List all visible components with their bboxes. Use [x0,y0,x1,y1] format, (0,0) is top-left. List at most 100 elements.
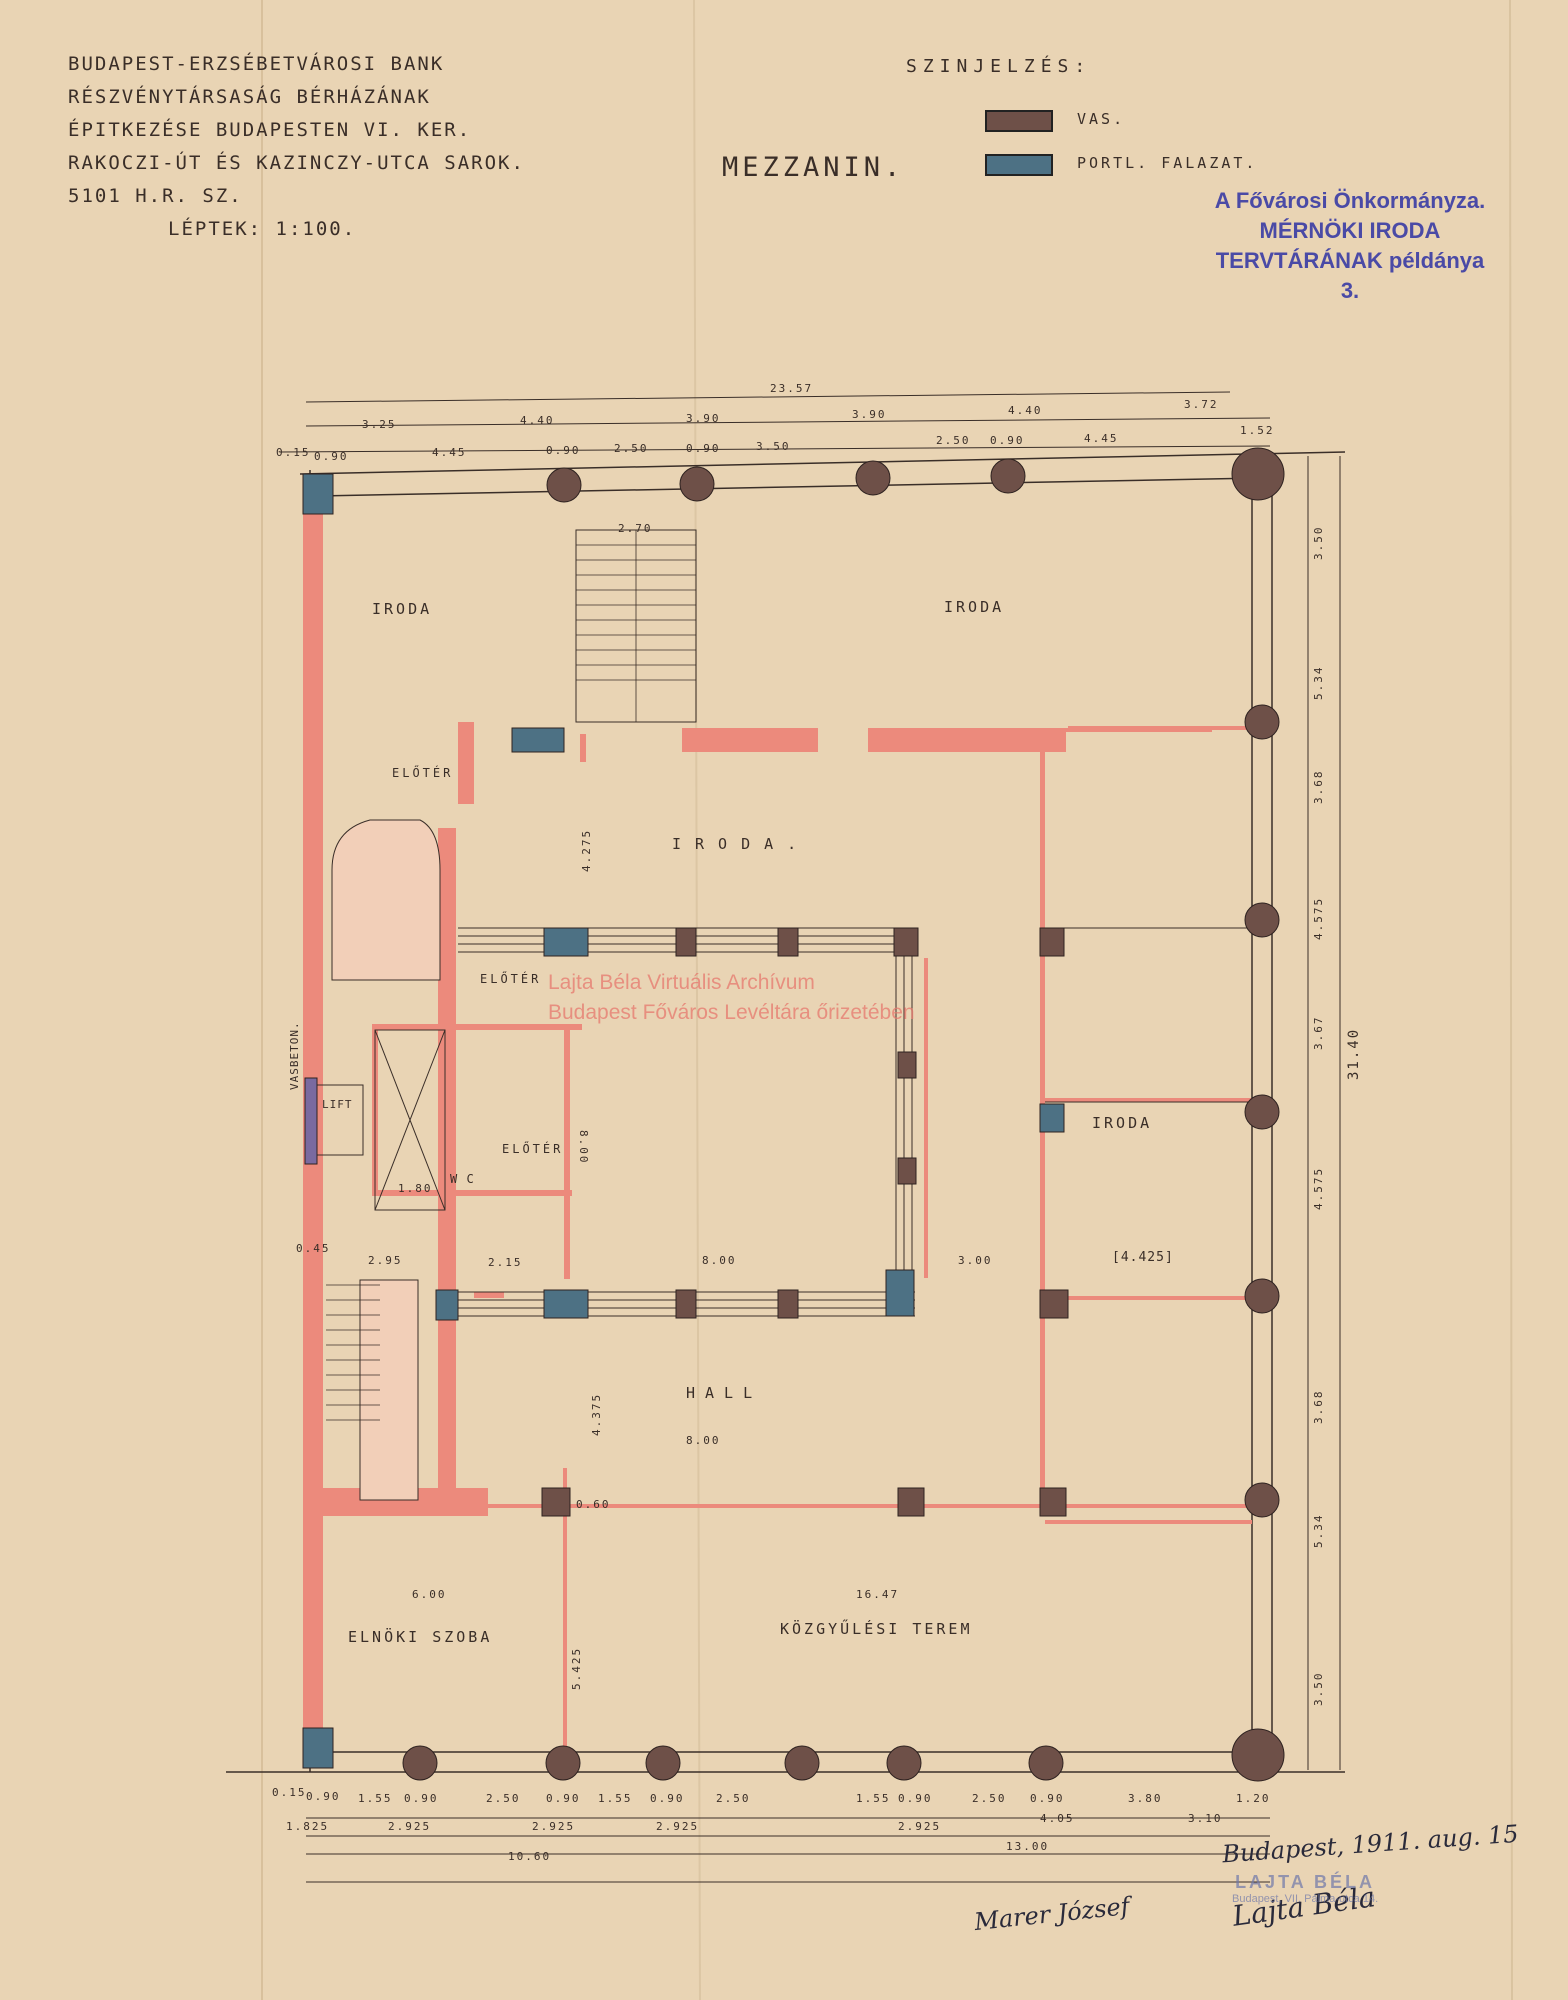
dim-right: 5.34 [1312,665,1325,701]
dim-right: 3.67 [1312,1015,1325,1051]
room-label-eloter: ELŐTÉR [480,972,542,986]
dim-bottom3: 10.60 [508,1850,552,1863]
dim-top2: 3.50 [756,440,791,453]
dim-bottom: 1.20 [1236,1792,1271,1805]
dim-bottom: 2.50 [972,1792,1007,1805]
dim-inner: 6.00 [412,1588,447,1601]
watermark-line: Lajta Béla Virtuális Archívum [548,971,815,994]
archive-watermark: Lajta Béla Virtuális Archívum Budapest F… [548,968,915,1028]
title-line: ÉPITKEZÉSE BUDAPESTEN VI. KER. [68,119,472,141]
title-block: BUDAPEST-ERZSÉBETVÁROSI BANK RÉSZVÉNYTÁR… [68,48,525,246]
fold-line [1509,0,1513,2000]
dim-bottom: 0.90 [306,1790,341,1803]
dim-inner: 1.80 [398,1182,433,1195]
legend-swatch-iron [985,110,1053,132]
watermark-line: Budapest Főváros Levéltára őrizetében [548,1001,915,1024]
architect-stamp-line: LAJTA BÉLA [1235,1872,1376,1892]
room-label-iroda: IRODA. [672,835,811,853]
stamp-line: 3. [1340,278,1360,303]
dim-inner: 8.00 [686,1434,721,1447]
dim-bottom: 1.55 [598,1792,633,1805]
stair-steps [326,530,696,1421]
dim-top2: 0.90 [314,450,349,463]
legend-swatch-portland [985,154,1053,176]
dim-top2: 0.90 [546,444,581,457]
stamp-line: MÉRNÖKI IRODA [1259,218,1441,243]
dim-right: 4.575 [1312,1166,1325,1210]
scale-label: LÉPTEK: 1:100. [168,218,357,240]
dim-bottom: 2.50 [716,1792,751,1805]
dim-top: 3.90 [686,412,721,425]
facade-lines [226,451,1346,1773]
room-label-elnoki: ELNÖKI SZOBA [348,1628,493,1646]
legend-title: SZINJELZÉS: [906,56,1092,77]
dim-bottom: 0.90 [650,1792,685,1805]
title-line: RÉSZVÉNYTÁRSASÁG BÉRHÁZÁNAK [68,86,431,108]
dim-right: 3.68 [1312,769,1325,805]
dim-inner: 8.00 [702,1254,737,1267]
dim-inner: 5.425 [570,1646,583,1690]
title-line: 5101 H.R. SZ. [68,185,243,207]
portland-piers [302,473,1065,1769]
dim-top2: 0.15 [276,446,311,459]
dim-top2: 4.45 [1084,432,1119,445]
dimension-bracket: [4.425] [1112,1250,1174,1265]
dim-right: 3.68 [1312,1389,1325,1425]
dim-bottom2: 2.925 [388,1820,432,1833]
dim-bottom: 0.90 [1030,1792,1065,1805]
dim-bottom: 0.90 [404,1792,439,1805]
dim-bottom2: 2.925 [898,1820,942,1833]
dim-inner: 2.15 [488,1256,523,1269]
floor-title: MEZZANIN. [722,152,905,183]
dim-inner: 2.95 [368,1254,403,1267]
architect-stamp: LAJTA BÉLA Budapest, VII. Pálma-utca 14. [1232,1872,1378,1905]
dim-inner: 3.00 [958,1254,993,1267]
office-stamp: A Fővárosi Önkormányza. MÉRNÖKI IRODA TE… [1180,186,1520,306]
dim-right: 4.575 [1312,896,1325,940]
dim-top2: 1.52 [1240,424,1275,437]
room-label-kozgyulesi: KÖZGYŰLÉSI TEREM [780,1620,973,1638]
dim-top: 3.90 [852,408,887,421]
dim-inner: 0.45 [296,1242,331,1255]
room-label-hall: HALL [686,1384,763,1402]
dim-inner: 4.375 [590,1392,603,1436]
room-label-eloter: ELŐTÉR [392,766,454,780]
dim-top-total: 23.57 [770,382,814,395]
iron-columns [402,447,1285,1782]
dim-bottom: 2.50 [486,1792,521,1805]
room-label-eloter: ELŐTÉR [502,1142,564,1156]
stamp-line: TERVTÁRÁNAK példánya [1215,248,1485,273]
dim-bottom3: 13.00 [1006,1840,1050,1853]
room-label-lift: LIFT [322,1098,353,1111]
dim-bottom2: 3.10 [1188,1812,1223,1825]
room-label-vasbeton: VASBETON. [288,1021,301,1090]
dim-bottom: 0.90 [898,1792,933,1805]
dim-inner: 4.275 [580,828,593,872]
dim-bottom2: 1.825 [286,1820,330,1833]
dim-top2: 4.45 [432,446,467,459]
dim-right: 5.34 [1312,1513,1325,1549]
dim-bottom2: 2.925 [656,1820,700,1833]
dim-top: 4.40 [520,414,555,427]
room-label-iroda: IRODA [372,600,433,618]
dim-top: 3.25 [362,418,397,431]
dim-bottom: 0.15 [272,1786,307,1799]
title-line: RAKOCZI-ÚT ÉS KAZINCZY-UTCA SAROK. [68,152,525,174]
title-line: BUDAPEST-ERZSÉBETVÁROSI BANK [68,53,445,75]
dim-inner: 16.47 [856,1588,900,1601]
architect-stamp-line: Budapest, VII. Pálma-utca 14. [1232,1893,1379,1905]
dim-bottom: 3.80 [1128,1792,1163,1805]
dim-bottom: 1.55 [856,1792,891,1805]
dim-top: 4.40 [1008,404,1043,417]
dim-inner: 2.70 [618,522,653,535]
dim-right-total: 31.40 [1346,1027,1362,1080]
room-label-wc: W C [450,1172,475,1186]
dim-top2: 2.50 [936,434,971,447]
dim-bottom: 0.90 [546,1792,581,1805]
dim-inner: 8.00 [577,1130,590,1165]
dim-bottom2: 4.05 [1040,1812,1075,1825]
stamp-line: A Fővárosi Önkormányza. [1214,188,1486,213]
legend-label-portland: PORTL. FALAZAT. [1077,154,1258,172]
room-label-iroda: IRODA [944,598,1005,616]
